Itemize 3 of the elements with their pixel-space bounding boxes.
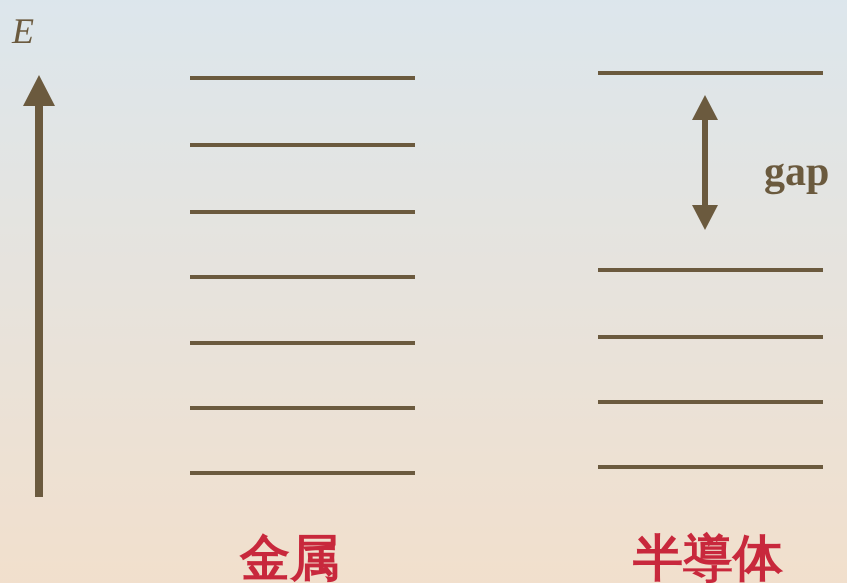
axis-label: E [12,10,34,52]
gap-label: gap [764,148,830,196]
column-label: 金属 [240,527,340,583]
